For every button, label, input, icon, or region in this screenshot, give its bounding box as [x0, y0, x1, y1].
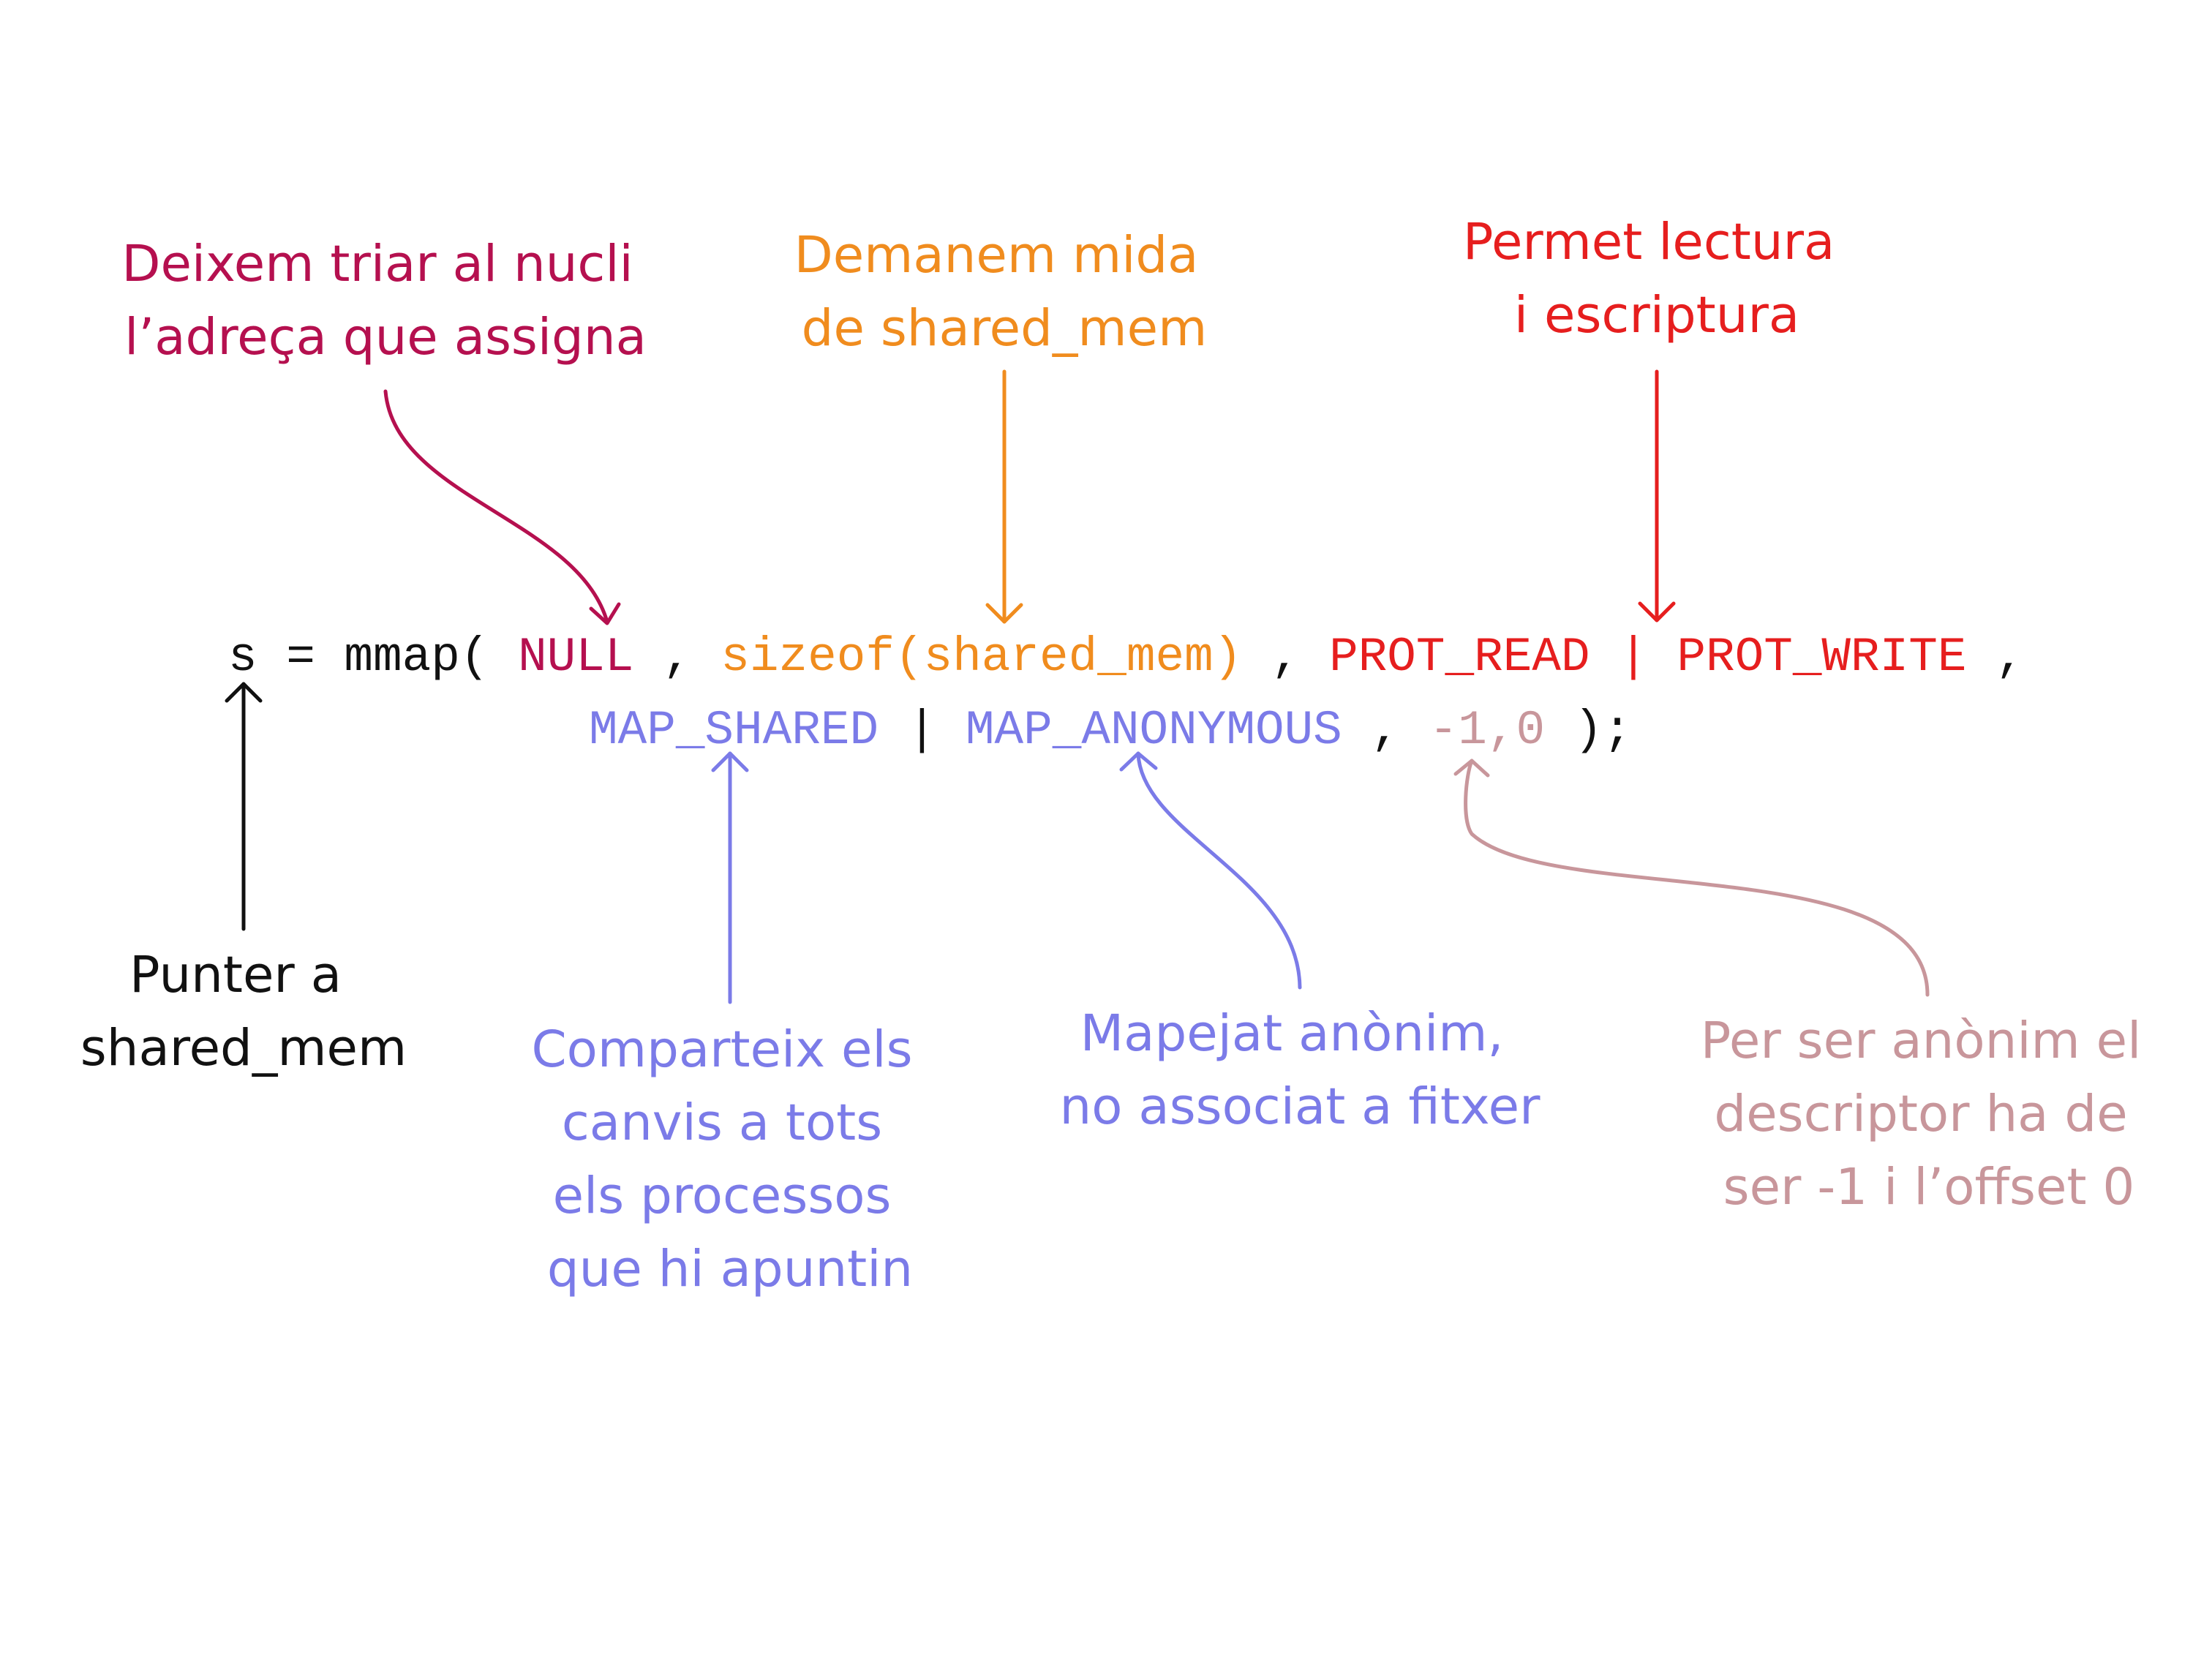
size-annotation: Demanem mida de shared_mem — [794, 226, 1215, 358]
fd-annotation: Per ser anònim el descriptor ha de ser -… — [1701, 1012, 2157, 1216]
prot-annotation-line: i escriptura — [1514, 286, 1799, 345]
pointer-annotation: Punter a shared_mem — [80, 946, 407, 1077]
size-annotation-line: de shared_mem — [802, 299, 1208, 358]
code-sizeof: sizeof(shared_mem) — [721, 630, 1242, 685]
prot-annotation: Permet lectura i escriptura — [1463, 213, 1851, 345]
anon-arrow — [1136, 751, 1302, 990]
null-annotation: Deixem triar al nucli l’adreça que assig… — [121, 235, 649, 366]
null-arrow — [383, 389, 609, 624]
code-pipe: | — [879, 703, 966, 758]
code-map-shared: MAP_SHARED — [589, 703, 879, 758]
anon-annotation: Mapejat anònim, no associat a fitxer — [1060, 1004, 1541, 1136]
pointer-annotation-line: shared_mem — [80, 1019, 407, 1077]
code-pipe: | — [1590, 630, 1677, 685]
fd-annotation-line: ser -1 i l’offset 0 — [1723, 1158, 2135, 1216]
shared-annotation-line: els processos — [553, 1167, 892, 1225]
code-line-2: MAP_SHARED | MAP_ANONYMOUS , -1,0 ); — [589, 703, 1632, 758]
code-comma: , — [1966, 630, 2024, 685]
null-annotation-line: l’adreça que assigna — [124, 308, 647, 366]
shared-arrow-head — [711, 751, 749, 772]
shared-annotation-line: canvis a tots — [562, 1094, 882, 1152]
shared-annotation-line: Comparteix els — [531, 1020, 912, 1079]
size-arrow-head — [985, 603, 1023, 624]
code-fd-offset: -1,0 — [1429, 703, 1545, 758]
fd-annotation-line: descriptor ha de — [1714, 1085, 2127, 1143]
anon-annotation-line: Mapejat anònim, — [1080, 1004, 1504, 1063]
fd-arrow-head — [1453, 759, 1490, 778]
code-null: NULL — [518, 630, 633, 685]
pointer-annotation-line: Punter a — [129, 946, 342, 1004]
code-assign: = mmap( — [257, 630, 518, 685]
fd-arrow — [1464, 759, 1930, 997]
code-close: ); — [1545, 703, 1632, 758]
null-annotation-line: Deixem triar al nucli — [121, 235, 633, 293]
shared-annotation-line: que hi apuntin — [547, 1240, 913, 1298]
pointer-arrow-head — [225, 682, 263, 703]
code-line-1: s = mmap( NULL , sizeof(shared_mem) , PR… — [228, 630, 2025, 685]
null-arrow-head — [589, 602, 621, 625]
fd-annotation-line: Per ser anònim el — [1701, 1012, 2142, 1070]
size-annotation-line: Demanem mida — [794, 226, 1199, 285]
prot-arrow-head — [1638, 601, 1676, 622]
code-comma: , — [1242, 630, 1329, 685]
code-comma: , — [634, 630, 721, 685]
shared-annotation: Comparteix els canvis a tots els process… — [531, 1020, 928, 1298]
anon-arrow-head — [1119, 751, 1158, 772]
code-map-anonymous: MAP_ANONYMOUS — [966, 703, 1342, 758]
anon-annotation-line: no associat a fitxer — [1060, 1077, 1541, 1136]
code-prot-write: PROT_WRITE — [1677, 630, 1966, 685]
code-comma: , — [1342, 703, 1429, 758]
prot-annotation-line: Permet lectura — [1463, 213, 1835, 271]
code-prot-read: PROT_READ — [1329, 630, 1590, 685]
code-var-s: s — [228, 630, 257, 685]
